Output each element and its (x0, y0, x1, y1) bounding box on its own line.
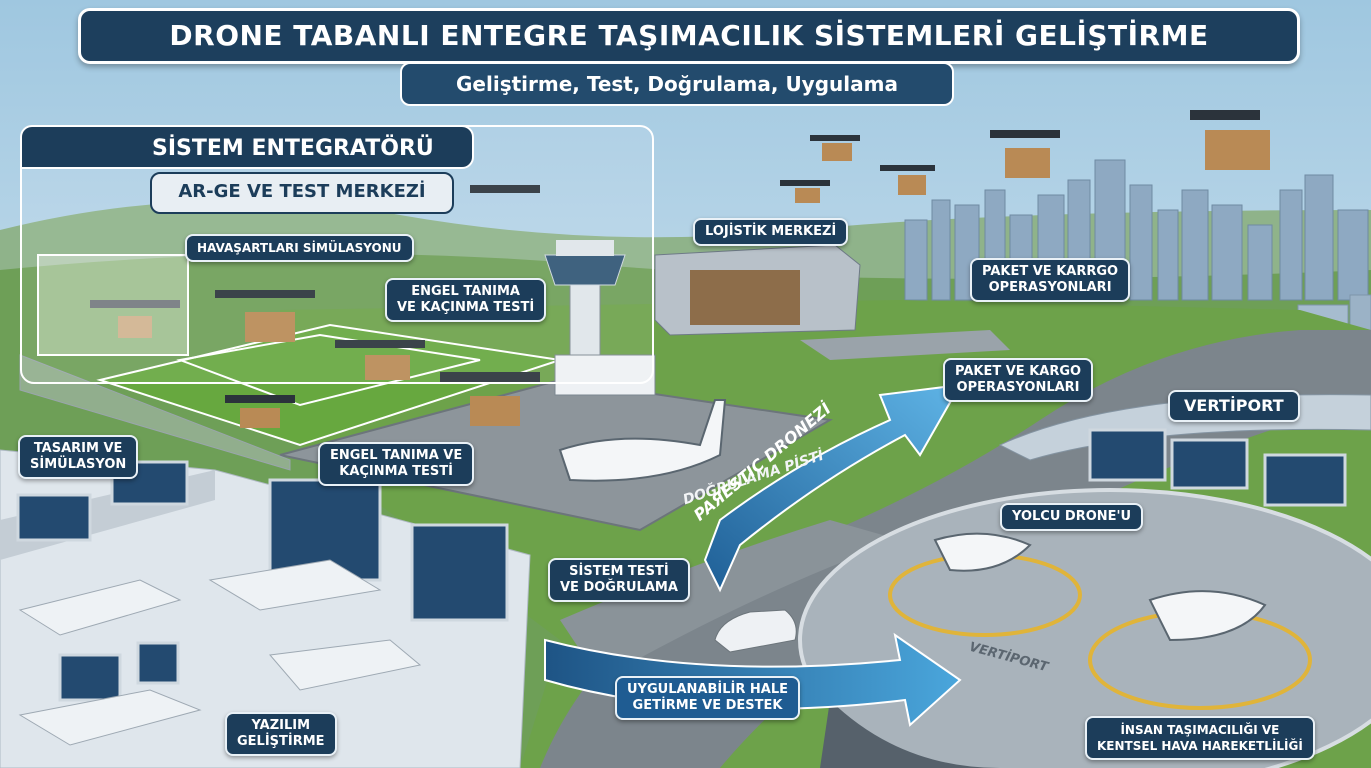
passenger-drone-label: YOLCU DRONE'U (1000, 503, 1144, 531)
parcel-ops-label-1: PAKET VE KARRGO OPERASYONLARI (970, 258, 1131, 302)
passenger-transport-label: İNSAN TAŞIMACILIĞI VE KENTSEL HAVA HAREK… (1085, 716, 1315, 760)
city-skyline (904, 159, 1369, 301)
weather-simulation-label: HAVAŞARTLARI SİMÜLASYONU (185, 234, 414, 262)
logistics-center-label: LOJİSTİK MERKEZİ (693, 218, 849, 246)
obstacle-test-label-1: ENGEL TANIMA VE KAÇINMA TESTİ (385, 278, 547, 322)
page-subtitle: Geliştirme, Test, Doğrulama, Uygulama (400, 62, 954, 106)
system-test-label: SİSTEM TESTİ VE DOĞRULAMA (548, 558, 690, 602)
logistics-warehouse (654, 244, 1010, 360)
page-title: DRONE TABANLI ENTEGRE TAŞIMACILIK SİSTEM… (78, 8, 1300, 64)
parcel-ops-label-2: PAKET VE KARGO OPERASYONLARI (943, 358, 1094, 402)
design-simulation-label: TASARIM VE SİMÜLASYON (18, 435, 139, 479)
control-tower (544, 240, 656, 396)
upward-arrow (703, 383, 962, 593)
obstacle-test-label-2: ENGEL TANIMA VE KAÇINMA TESTİ (318, 442, 475, 486)
lab-screens (16, 460, 509, 702)
vertiport-label: VERTİPORT (1168, 390, 1300, 422)
rd-center-title: AR-GE VE TEST MERKEZİ (150, 172, 454, 214)
integrator-title: SİSTEM ENTEGRATÖRÜ (20, 125, 474, 169)
passenger-drone-shapes (558, 399, 1267, 642)
cargo-drones (90, 110, 1270, 428)
software-development-label: YAZILIM GELİŞTİRME (225, 712, 337, 756)
deploy-support-label: UYGULANABİLİR HALE GETİRME VE DESTEK (615, 676, 800, 720)
weather-chamber (37, 254, 189, 356)
vertiport-structure (798, 394, 1371, 768)
